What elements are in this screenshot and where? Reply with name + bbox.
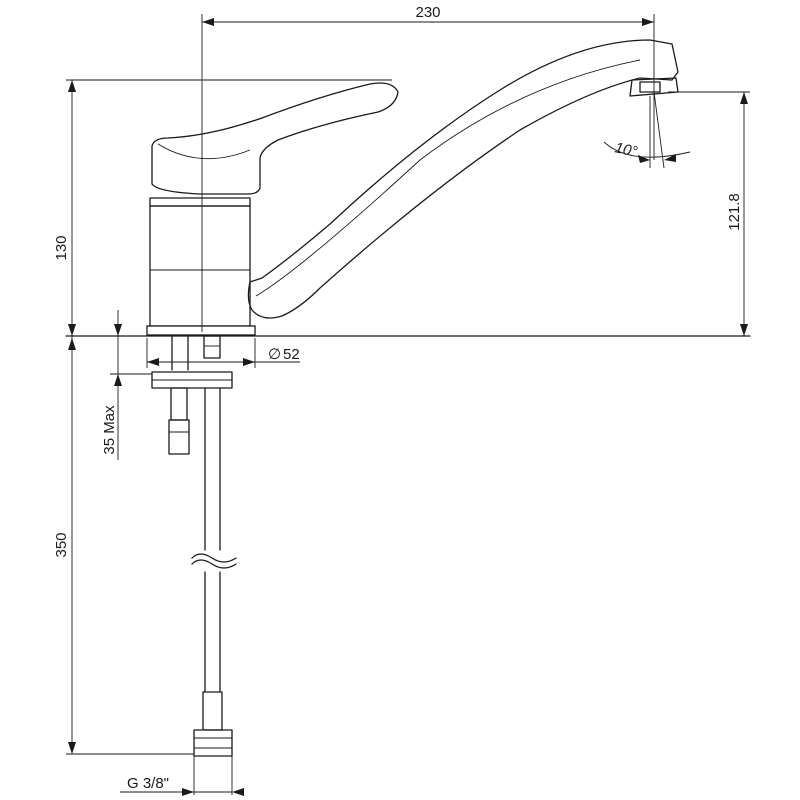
spout-highlight [255, 59, 641, 297]
max-thickness-label: 35 Max [101, 405, 118, 455]
center-nut [203, 335, 221, 359]
thread-arrow-left [182, 788, 194, 796]
reach-arrow-left [202, 18, 214, 26]
diameter-label: 52 [283, 346, 300, 363]
diameter-arrow-right [243, 358, 255, 366]
angle-arrow-left [638, 155, 650, 163]
hose-length-label: 350 [53, 532, 70, 557]
lever-handle-edge [157, 143, 251, 160]
spout [247, 39, 679, 319]
hose-break-top [191, 553, 237, 563]
hose-arrow-top [68, 338, 76, 350]
hose-break-bottom [191, 559, 237, 569]
outlet-arrow-top [740, 92, 748, 104]
dimension-labels: 230 130 350 121.8 35 Max ∅ 52 G 3/8" 10° [53, 4, 743, 792]
lever-handle [151, 82, 399, 195]
reach-arrow-right [642, 18, 654, 26]
diameter-symbol: ∅ [268, 346, 281, 363]
aerator-tip [639, 81, 661, 93]
mounting-hardware [65, 335, 751, 757]
height-arrow-bottom [68, 324, 76, 336]
diameter-arrow-left [147, 358, 159, 366]
angle-label: 10° [613, 139, 639, 160]
max-arrow-top [114, 324, 122, 336]
dimension-lines [68, 18, 748, 796]
height-arrow-top [68, 80, 76, 92]
faucet-body [146, 39, 679, 336]
height-label: 130 [53, 235, 70, 260]
fixing-nut [168, 419, 190, 455]
handle-collar [149, 197, 251, 207]
angle-arrow-right [664, 154, 676, 162]
outlet-height-label: 121.8 [726, 193, 743, 231]
cartridge-body [149, 205, 251, 327]
hose-ferrule [202, 691, 223, 731]
base-plate [146, 325, 256, 336]
reach-label: 230 [415, 4, 440, 21]
thread-arrow-right [232, 788, 244, 796]
angle-leg [653, 91, 665, 169]
thread-label: G 3/8" [127, 775, 169, 792]
outlet-arrow-bottom [740, 324, 748, 336]
hose-arrow-bottom [68, 742, 76, 754]
max-arrow-bottom [114, 374, 122, 386]
fixing-rod [170, 387, 188, 421]
connection-nut [193, 729, 233, 757]
extension-lines [66, 14, 750, 795]
